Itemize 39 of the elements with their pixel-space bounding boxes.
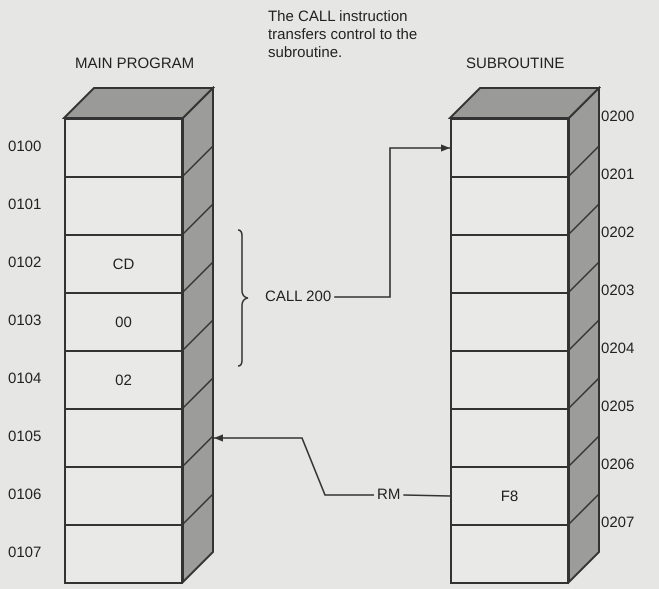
stack-heading: MAIN PROGRAM: [75, 55, 194, 73]
address-label: 0206: [601, 456, 634, 474]
memory-cell: [450, 350, 569, 410]
address-label: 0102: [8, 254, 42, 272]
memory-cell: [450, 234, 569, 294]
address-label: 0104: [8, 370, 42, 388]
address-label: 0203: [601, 282, 634, 300]
address-label: 0103: [8, 312, 42, 330]
arrow: [214, 434, 374, 496]
memory-cell: 00: [64, 292, 183, 352]
memory-cell: [450, 176, 569, 236]
stack-heading: SUBROUTINE: [466, 55, 564, 73]
address-label: 0201: [601, 166, 634, 184]
caption-note: The CALL instruction transfers control to the subroutine.: [268, 8, 418, 62]
connector-line: [403, 494, 450, 497]
address-label: 0106: [8, 486, 42, 504]
address-label: 0200: [601, 108, 634, 126]
memory-cell: CD: [64, 234, 183, 294]
address-label: 0205: [601, 398, 634, 416]
arrow: [334, 144, 450, 298]
address-label: 0204: [601, 340, 634, 358]
memory-cell: [64, 408, 183, 468]
memory-cell: F8: [450, 466, 569, 526]
memory-cell: [450, 292, 569, 352]
memory-cell: [450, 408, 569, 468]
memory-cell: [450, 118, 569, 178]
address-label: 0101: [8, 196, 42, 214]
memory-cell: [64, 118, 183, 178]
address-label: 0202: [601, 224, 634, 242]
memory-cell: [64, 524, 183, 584]
memory-cell: [64, 176, 183, 236]
memory-cell: [450, 524, 569, 584]
address-label: 0207: [601, 514, 634, 532]
address-label: 0107: [8, 544, 42, 562]
memory-cell: 02: [64, 350, 183, 410]
address-label: 0100: [8, 138, 42, 156]
address-label: 0105: [8, 428, 42, 446]
node-label: RM: [377, 486, 400, 503]
memory-cell: [64, 466, 183, 526]
